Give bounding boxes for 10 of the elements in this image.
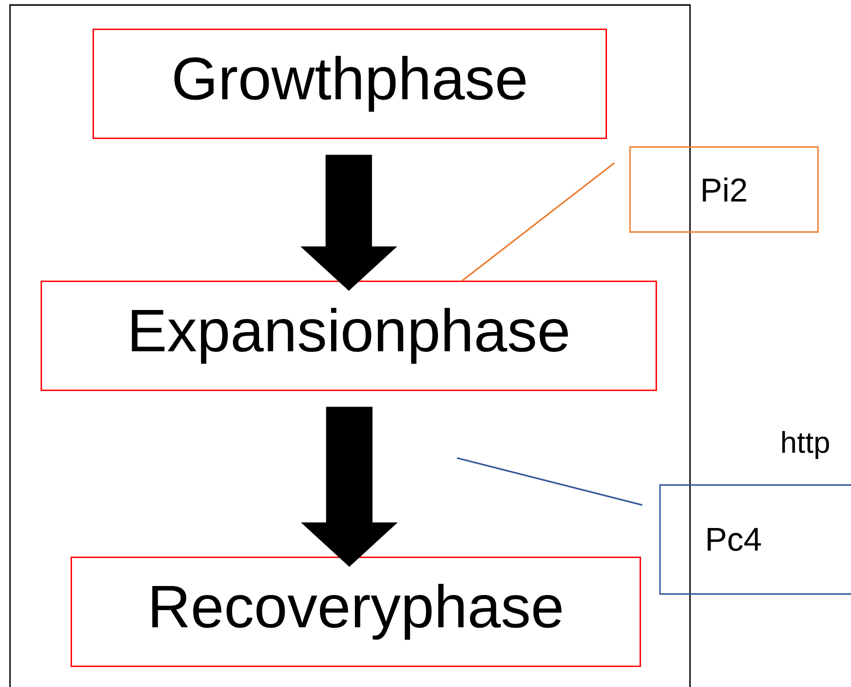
block-arrow (301, 406, 398, 567)
leader-line (462, 162, 615, 282)
phase-box: Expansionphase (40, 280, 657, 391)
leader-line (456, 457, 642, 506)
callout-box: Pc4 (659, 484, 851, 595)
phase-box: Growthphase (92, 28, 607, 139)
block-arrow (300, 154, 397, 291)
frame-box (9, 4, 691, 687)
callout-box: Pi2 (629, 146, 819, 233)
phase-box: Recoveryphase (70, 556, 641, 667)
